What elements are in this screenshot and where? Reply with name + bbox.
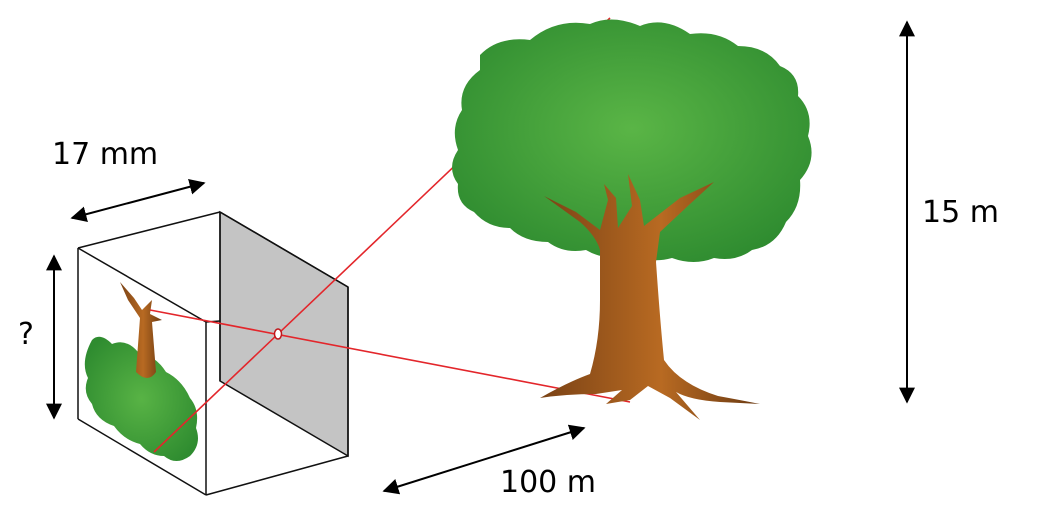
image-height-label: ? [18,317,34,352]
tree-icon [452,19,812,420]
pinhole-icon [273,328,283,340]
camera-box-outline [77,211,349,496]
camera-box-inner-edges [77,247,221,496]
distance-arrow [382,424,586,495]
depth-label: 17 mm [52,137,158,172]
object-height-label: 15 m [922,195,999,230]
camera-back-face [219,210,349,458]
depth-arrow [70,178,206,223]
inverted-tree-image-icon [84,282,198,461]
distance-label: 100 m [500,465,596,500]
